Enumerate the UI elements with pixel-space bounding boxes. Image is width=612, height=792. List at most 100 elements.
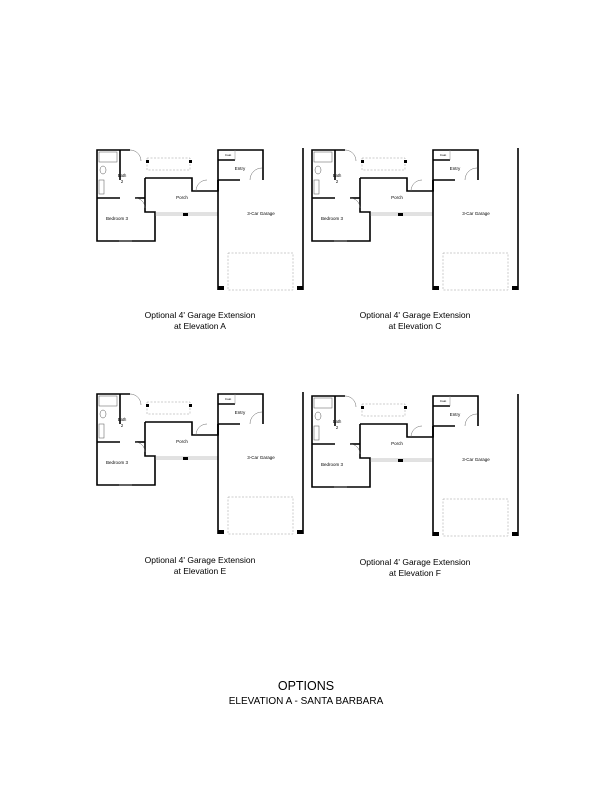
vanity-icon bbox=[313, 179, 320, 195]
column bbox=[183, 457, 188, 460]
garage-door bbox=[227, 252, 294, 291]
trellis bbox=[146, 401, 191, 415]
column bbox=[146, 404, 149, 407]
caption-line-2: at Elevation C bbox=[388, 321, 442, 331]
entry-wall bbox=[217, 393, 264, 435]
column bbox=[404, 160, 407, 163]
bedroom-wall bbox=[96, 393, 156, 486]
room-label-bath: Bath bbox=[333, 419, 342, 424]
room-label-coat: Coat bbox=[440, 153, 447, 157]
vanity-icon bbox=[98, 179, 105, 195]
column bbox=[512, 532, 518, 536]
garage-door bbox=[442, 498, 509, 537]
room-label-porch: Porch bbox=[391, 195, 403, 200]
entry-wall bbox=[432, 395, 479, 437]
room-label-coat: Coat bbox=[440, 399, 447, 403]
caption-elevation-f: Optional 4' Garage Extension at Elevatio… bbox=[305, 557, 525, 579]
door-swing-icon bbox=[195, 179, 208, 192]
caption-elevation-e: Optional 4' Garage Extension at Elevatio… bbox=[90, 555, 310, 577]
column bbox=[218, 286, 224, 290]
room-label-coat: Coat bbox=[225, 397, 232, 401]
caption-line-1: Optional 4' Garage Extension bbox=[359, 557, 471, 567]
door-swing-icon bbox=[344, 149, 357, 162]
bedroom-wall bbox=[96, 149, 156, 242]
column bbox=[183, 213, 188, 216]
door-swing-icon bbox=[410, 179, 423, 192]
room-label-entry: Entry bbox=[450, 166, 461, 171]
room-label-entry: Entry bbox=[235, 166, 246, 171]
tub-icon bbox=[313, 151, 333, 163]
column bbox=[218, 530, 224, 534]
garage-door bbox=[227, 496, 294, 535]
room-label-bedroom: Bedroom 3 bbox=[106, 216, 129, 221]
room-label-bedroom: Bedroom 3 bbox=[321, 216, 344, 221]
page-title: OPTIONS bbox=[277, 679, 335, 693]
toilet-icon bbox=[314, 411, 322, 421]
porch-wall bbox=[145, 421, 219, 436]
door-swing-icon bbox=[249, 411, 263, 425]
tub-icon bbox=[313, 397, 333, 409]
door-swing-icon bbox=[349, 443, 361, 455]
caption-line-1: Optional 4' Garage Extension bbox=[144, 310, 256, 320]
column bbox=[404, 406, 407, 409]
column bbox=[297, 286, 303, 290]
trellis bbox=[146, 157, 191, 171]
room-label-entry: Entry bbox=[450, 412, 461, 417]
room-label-garage: 3-Car Garage bbox=[247, 211, 275, 216]
door-swing-icon bbox=[129, 393, 142, 406]
caption-elevation-a: Optional 4' Garage Extension at Elevatio… bbox=[90, 310, 310, 332]
porch-wall bbox=[145, 177, 219, 192]
caption-line-2: at Elevation E bbox=[173, 566, 227, 576]
door-swing-icon bbox=[464, 167, 478, 181]
room-label-bath-num: 2 bbox=[336, 179, 339, 184]
door-swing-icon bbox=[410, 425, 423, 438]
room-label-coat: Coat bbox=[225, 153, 232, 157]
caption-line-2: at Elevation A bbox=[174, 321, 226, 331]
column bbox=[433, 532, 439, 536]
caption-elevation-c: Optional 4' Garage Extension at Elevatio… bbox=[305, 310, 525, 332]
caption-line-2: at Elevation F bbox=[389, 568, 441, 578]
garage-door bbox=[442, 252, 509, 291]
tub-icon bbox=[98, 151, 118, 163]
door-swing-icon bbox=[349, 197, 361, 209]
column bbox=[189, 160, 192, 163]
door-swing-icon bbox=[344, 395, 357, 408]
room-label-garage: 3-Car Garage bbox=[462, 457, 490, 462]
room-label-bath-num: 2 bbox=[121, 423, 124, 428]
column bbox=[146, 160, 149, 163]
entry-wall bbox=[432, 149, 479, 191]
trellis bbox=[361, 157, 406, 171]
room-label-porch: Porch bbox=[391, 441, 403, 446]
porch-wall bbox=[360, 423, 434, 438]
column bbox=[433, 286, 439, 290]
room-label-bath: Bath bbox=[118, 417, 127, 422]
room-label-garage: 3-Car Garage bbox=[247, 455, 275, 460]
column bbox=[398, 459, 403, 462]
toilet-icon bbox=[314, 165, 322, 175]
door-swing-icon bbox=[249, 167, 263, 181]
caption-line-1: Optional 4' Garage Extension bbox=[144, 555, 256, 565]
tub-icon bbox=[98, 395, 118, 407]
door-swing-icon bbox=[134, 197, 146, 209]
room-label-bedroom: Bedroom 3 bbox=[106, 460, 129, 465]
bedroom-wall bbox=[311, 149, 371, 242]
column bbox=[361, 406, 364, 409]
trellis bbox=[361, 403, 406, 417]
room-label-entry: Entry bbox=[235, 410, 246, 415]
door-swing-icon bbox=[129, 149, 142, 162]
porch-wall bbox=[360, 177, 434, 192]
toilet-icon bbox=[99, 165, 107, 175]
door-swing-icon bbox=[134, 441, 146, 453]
room-label-garage: 3-Car Garage bbox=[462, 211, 490, 216]
vanity-icon bbox=[313, 425, 320, 441]
column bbox=[189, 404, 192, 407]
room-label-bath: Bath bbox=[118, 173, 127, 178]
toilet-icon bbox=[99, 409, 107, 419]
